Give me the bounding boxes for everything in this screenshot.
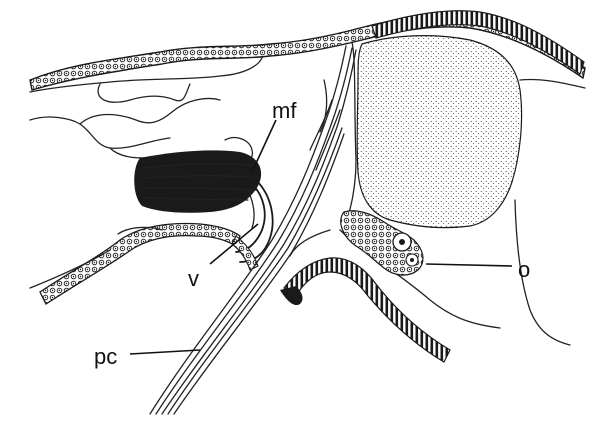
lower-left-wall [30, 224, 258, 304]
label-pc: pc [94, 344, 117, 369]
o-leader-line [426, 264, 512, 266]
pc-leader-line [130, 350, 200, 354]
label-o: o [518, 257, 530, 282]
label-mf: mf [272, 98, 297, 123]
label-v: v [188, 266, 199, 291]
mf-leader-line [252, 120, 276, 172]
muscle-fiber-bundle [134, 150, 272, 262]
